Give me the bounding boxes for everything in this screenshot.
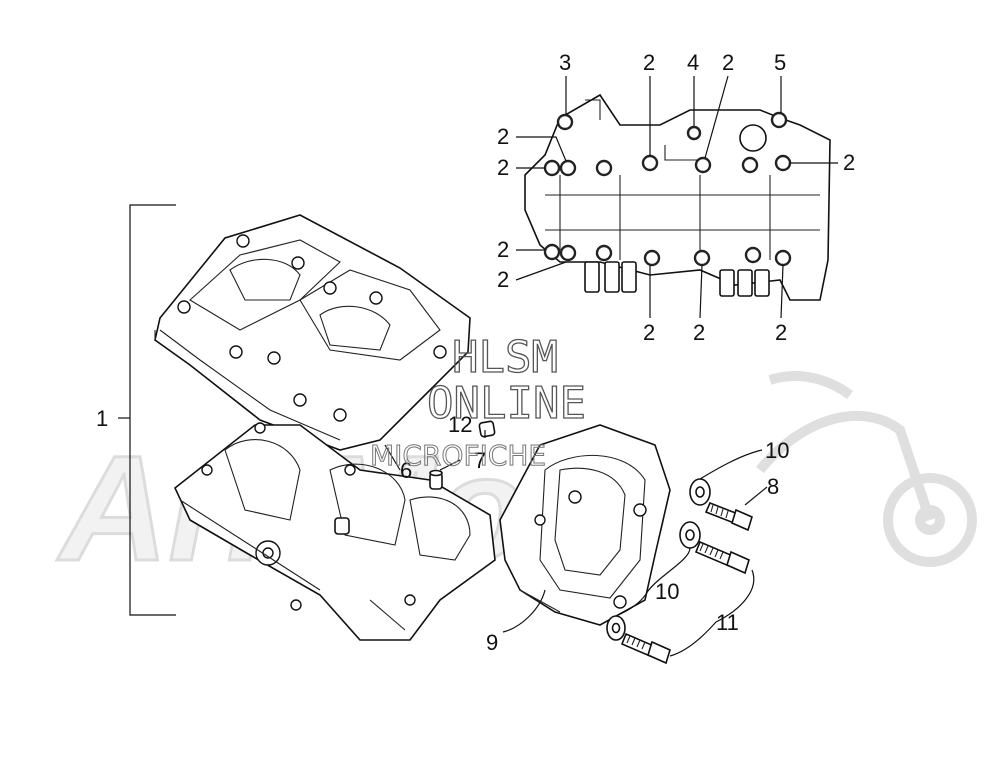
watermark-line-1: HLSM	[452, 332, 558, 383]
washer-part-10-middle	[679, 521, 701, 549]
watermark-line-3: MICROFICHE	[370, 439, 546, 472]
callout-2-left-a: 2	[497, 124, 509, 149]
callout-2-bottom-b: 2	[693, 320, 705, 345]
housing-cover-part-9	[499, 424, 671, 626]
callout-12: 12	[448, 412, 472, 437]
callout-7: 7	[474, 448, 486, 473]
callout-2-top-b: 2	[722, 50, 734, 75]
crankcase-lower-half	[174, 422, 496, 641]
callout-2-left-c: 2	[497, 237, 509, 262]
washer-part-10-upper	[689, 478, 711, 506]
callout-6: 6	[400, 458, 412, 483]
callout-2-top-a: 2	[643, 50, 655, 75]
callout-2-left-b: 2	[497, 155, 509, 180]
crankcase-upper-half	[154, 214, 471, 451]
dowel-pin-part-12	[478, 420, 496, 438]
assembly-bracket	[118, 204, 176, 616]
dowel-pin-part-7	[429, 469, 443, 490]
bolt-part-11-upper	[694, 540, 750, 575]
callout-5: 5	[774, 50, 786, 75]
callout-1: 1	[96, 406, 108, 431]
callout-8: 8	[767, 474, 779, 499]
callout-2-bottom-c: 2	[775, 320, 787, 345]
callout-11: 11	[716, 610, 739, 635]
callout-2-left-d: 2	[497, 267, 509, 292]
washer-part-10-lower	[606, 615, 626, 641]
case-bolt-holes	[543, 111, 792, 267]
bolt-part-11-lower	[620, 632, 671, 665]
callout-2-right: 2	[843, 150, 855, 175]
callout-4: 4	[687, 50, 699, 75]
hlsm-watermark: HLSM ONLINE MICROFICHE	[370, 331, 587, 472]
bolt-part-8	[704, 501, 753, 532]
callout-10-upper: 10	[765, 438, 789, 463]
watermark-line-2: ONLINE	[427, 378, 586, 429]
motorcycle-watermark-icon	[756, 370, 977, 567]
callout-3: 3	[559, 50, 571, 75]
callout-2-bottom-a: 2	[643, 320, 655, 345]
leader-lines	[384, 75, 838, 657]
callout-labels: 1 2 2 2 2 2 2 2 2 2 2 3 4 5 6 7 8 9 10 1…	[96, 50, 855, 655]
callout-10-lower: 10	[655, 579, 679, 604]
callout-9: 9	[486, 630, 498, 655]
